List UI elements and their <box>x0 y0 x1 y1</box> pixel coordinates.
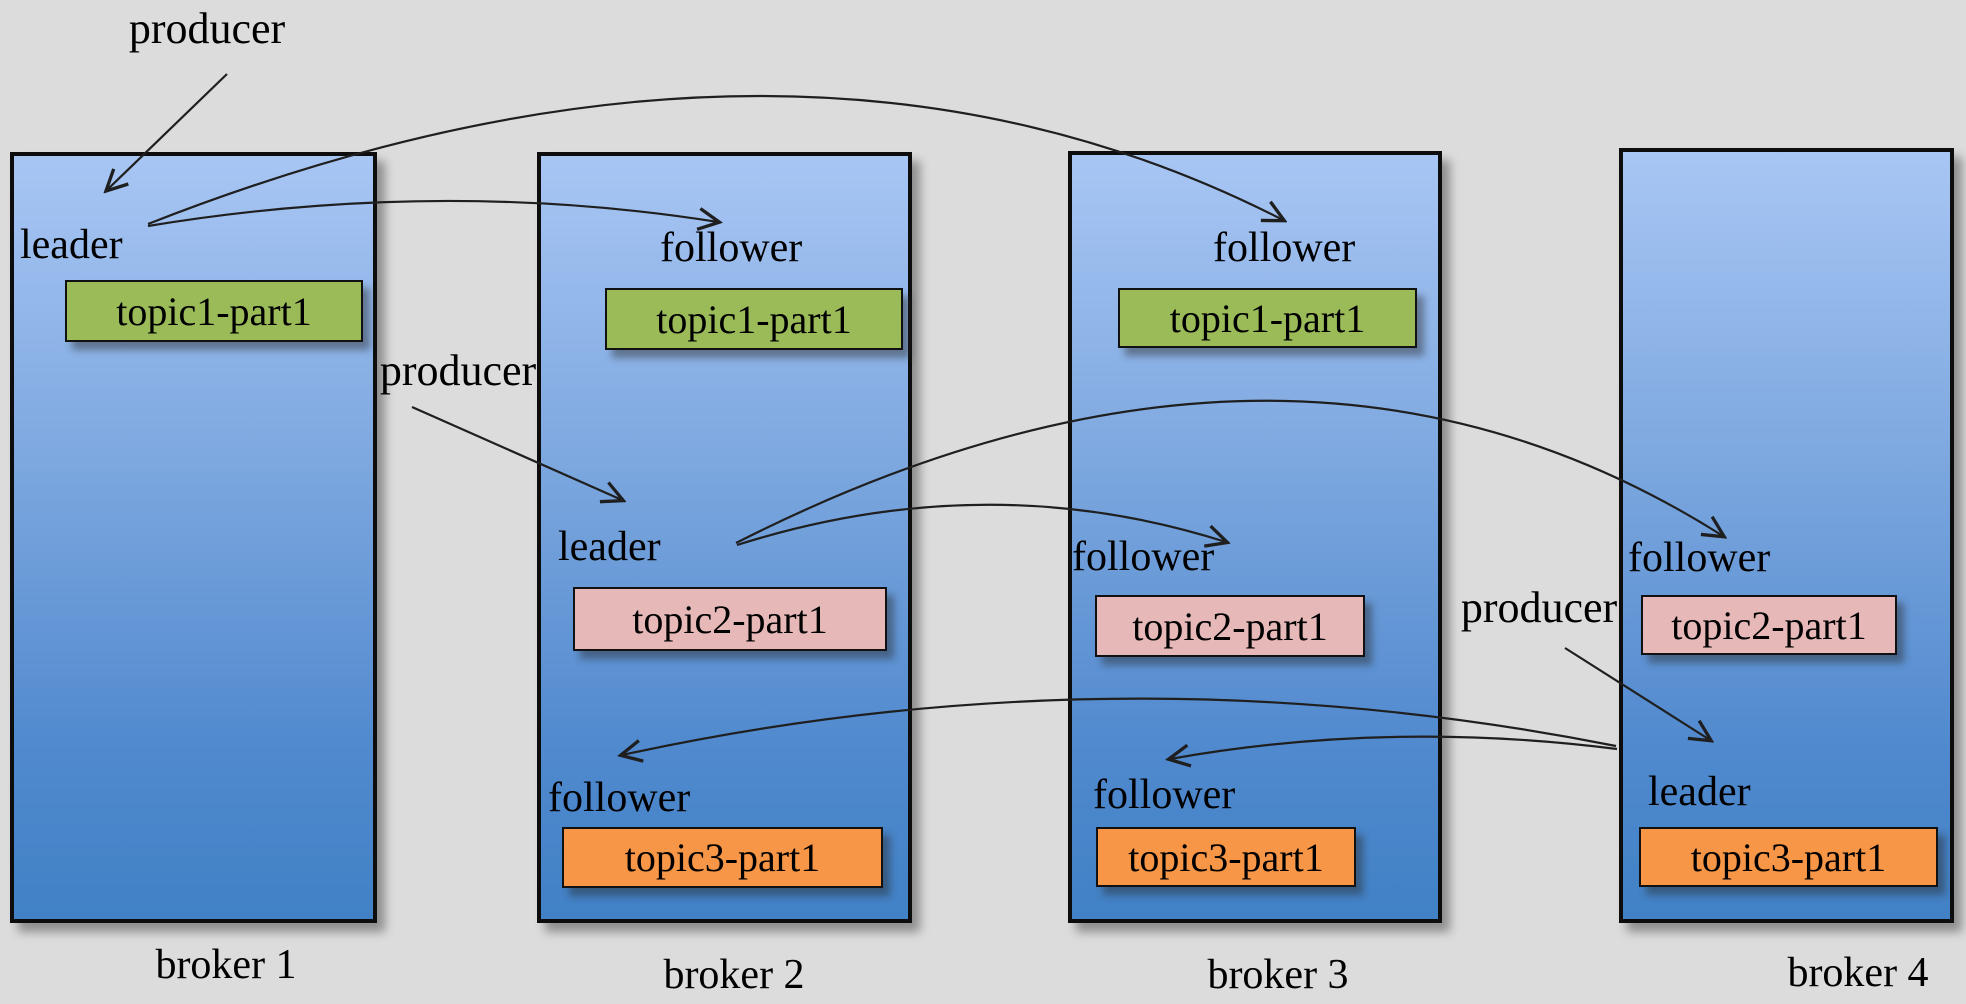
partition-topic2-part1-broker3: topic2-part1 <box>1095 595 1365 657</box>
partition-label: topic1-part1 <box>656 296 852 342</box>
role-follower-topic3-broker3: follower <box>1093 772 1236 818</box>
role-follower-topic1-broker3: follower <box>1213 225 1356 271</box>
partition-label: topic1-part1 <box>116 288 312 334</box>
broker-4-name: broker 4 <box>1787 950 1929 996</box>
broker-2-box: topic1-part1 topic2-part1 topic3-part1 <box>537 152 912 923</box>
broker-1-name: broker 1 <box>155 942 297 988</box>
producer-3-label: producer <box>1460 583 1618 632</box>
role-leader-topic1-broker1: leader <box>20 222 123 268</box>
partition-label: topic3-part1 <box>624 835 821 880</box>
partition-topic3-part1-broker2: topic3-part1 <box>562 827 883 888</box>
partition-topic3-part1-broker4: topic3-part1 <box>1639 827 1938 887</box>
partition-topic2-part1-broker2: topic2-part1 <box>573 587 887 651</box>
role-leader-topic2-broker2: leader <box>558 524 661 570</box>
broker-1-box: topic1-part1 <box>10 152 377 923</box>
partition-topic2-part1-broker4: topic2-part1 <box>1641 595 1897 655</box>
partition-label: topic2-part1 <box>1671 602 1867 648</box>
broker-2-name: broker 2 <box>663 952 805 998</box>
partition-label: topic3-part1 <box>1690 834 1887 880</box>
partition-label: topic1-part1 <box>1169 295 1366 341</box>
broker-3-name: broker 3 <box>1207 952 1349 998</box>
producer-1-label: producer <box>128 4 286 53</box>
role-follower-topic1-broker2: follower <box>660 225 803 271</box>
partition-topic1-part1-broker3: topic1-part1 <box>1118 288 1417 348</box>
partition-topic1-part1-broker1: topic1-part1 <box>65 280 363 342</box>
partition-topic3-part1-broker3: topic3-part1 <box>1096 827 1356 887</box>
role-follower-topic3-broker2: follower <box>548 775 691 821</box>
role-follower-topic2-broker3: follower <box>1072 534 1215 580</box>
partition-topic1-part1-broker2: topic1-part1 <box>605 288 903 350</box>
role-leader-topic3-broker4: leader <box>1648 769 1751 815</box>
partition-label: topic3-part1 <box>1128 834 1324 880</box>
partition-label: topic2-part1 <box>1132 603 1328 649</box>
producer-2-label: producer <box>379 346 537 395</box>
partition-label: topic2-part1 <box>632 596 828 642</box>
role-follower-topic2-broker4: follower <box>1628 535 1771 581</box>
